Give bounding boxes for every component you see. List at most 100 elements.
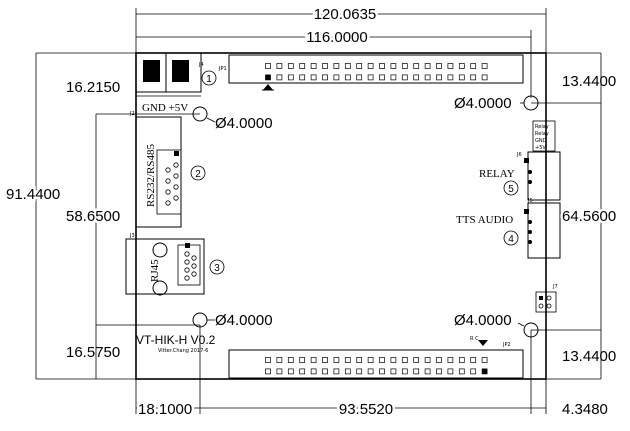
- relay-label: RELAY: [479, 168, 515, 180]
- jp1-pin: [379, 63, 385, 69]
- jp2-pin: [458, 357, 465, 363]
- rj45-pin: [184, 267, 190, 273]
- jp1-pin: [299, 74, 306, 81]
- rj45-pin: [191, 263, 197, 269]
- jp1-pin: [287, 74, 294, 81]
- dim-left-inner: 58.6500: [66, 208, 120, 225]
- jp1-pin: [276, 74, 283, 81]
- jp1-pin: [447, 63, 454, 69]
- jp1-pin: [447, 74, 454, 81]
- marker-1: [201, 70, 217, 86]
- dim-left-bottom: 16.5750: [66, 344, 120, 361]
- rj45-label: RJ45: [149, 259, 161, 282]
- jp1-pin: [401, 63, 408, 69]
- dim-right-mid: 64.5600: [562, 208, 616, 225]
- author-label: Vitter.Chang 2017-6: [158, 348, 208, 354]
- rj45-pin: [191, 255, 197, 261]
- jp2-pin: [367, 357, 374, 363]
- dim-left-outer: 91.4400: [6, 186, 60, 203]
- dim-bottom-right: 4.3480: [562, 401, 608, 418]
- marker-5: [503, 180, 519, 196]
- hole-label-top-right: Ø4.0000: [454, 95, 512, 112]
- marker-3: [209, 259, 225, 275]
- relay-info-box: [532, 120, 556, 152]
- jp1-pin: [299, 63, 306, 69]
- dim-bottom-left: 18.1000: [138, 401, 192, 418]
- jp1-pin: [333, 63, 340, 69]
- jp2-pin: [470, 368, 477, 375]
- jp1-pin: [481, 63, 488, 69]
- db9-pin: [173, 184, 179, 190]
- jp2-pin: [481, 368, 488, 375]
- jp1-pin: [322, 74, 328, 81]
- jp1-pin: [287, 63, 294, 69]
- jp2-pin: [287, 368, 294, 375]
- jp2-pin: [333, 368, 340, 375]
- jp1-pin: [367, 63, 374, 69]
- jp1-pin: [436, 63, 442, 69]
- jp2-pin: [436, 368, 442, 375]
- jp2-pin: [424, 368, 431, 375]
- rj45-pin: [191, 271, 197, 277]
- relay-box-line1: Relay: [535, 124, 549, 130]
- jp1-pin: [344, 63, 351, 69]
- refdes-j5: J5: [527, 198, 533, 204]
- hole-label-bottom-left: Ø4.0000: [215, 312, 273, 329]
- db9-pin: [165, 200, 171, 206]
- jp2-pin: [447, 368, 454, 375]
- db9-pin: [173, 173, 179, 179]
- marker-4: [503, 230, 519, 246]
- jp2-pin: [356, 357, 363, 363]
- jp2-pin: [436, 357, 442, 363]
- refdes-j7: J7: [552, 284, 558, 290]
- jp2-pin: [310, 368, 317, 375]
- jp2-pin: [265, 357, 271, 363]
- refdes-j2: J2: [129, 111, 135, 117]
- jp1-pin: [344, 74, 351, 81]
- pin1-marker-jp2: [478, 340, 488, 346]
- jp2-pin: [322, 368, 328, 375]
- dim-bottom-mid: 93.5520: [339, 401, 393, 418]
- relay-box-line4: +5V: [535, 145, 546, 151]
- tts-audio-connector: [527, 202, 561, 259]
- refdes-j3: J3: [129, 233, 135, 239]
- jp2-pin: [299, 368, 306, 375]
- jp1-pin: [322, 63, 328, 69]
- jp2-pin: [401, 368, 408, 375]
- header-j7: [535, 291, 557, 313]
- terminal-screw-5v: [172, 60, 189, 82]
- jp2-pin: [310, 357, 317, 363]
- jp2-pin: [401, 357, 408, 363]
- jp1-pin: [413, 74, 420, 81]
- jp2-pin: [344, 368, 351, 375]
- hole-label-bottom-right: Ø4.0000: [454, 312, 512, 329]
- jp2-pin: [390, 368, 397, 375]
- marker-3-label: 3: [214, 263, 220, 274]
- db9-pin: [173, 195, 179, 201]
- db9-pin: [165, 178, 171, 184]
- refdes-jp1: JP1: [218, 66, 227, 72]
- jp1-pin: [276, 63, 283, 69]
- mounting-hole-bottom-right: [523, 322, 539, 338]
- marker-2: [190, 165, 206, 181]
- jp1-pin: [333, 74, 340, 81]
- db9-pin: [165, 167, 171, 173]
- jp2-pin: [424, 357, 431, 363]
- mounting-hole-top-left: [192, 106, 208, 122]
- header-jp2: [228, 349, 524, 379]
- jp1-pin: [413, 63, 420, 69]
- rj45-pin: [184, 275, 190, 281]
- rs232-label: RS232/RS485: [145, 144, 157, 207]
- jp1-pin: [356, 63, 363, 69]
- db9-connector: [135, 116, 182, 228]
- jp2-pin: [470, 357, 477, 363]
- jp2-pin: [299, 357, 306, 363]
- jp2-pin: [356, 368, 363, 375]
- rc-label: R C: [470, 336, 479, 342]
- header-jp1: [228, 54, 524, 84]
- jp1-pin: [390, 63, 397, 69]
- jp2-pin: [390, 357, 397, 363]
- relay-box-line2: Relay: [535, 131, 549, 137]
- jp2-pin: [333, 357, 340, 363]
